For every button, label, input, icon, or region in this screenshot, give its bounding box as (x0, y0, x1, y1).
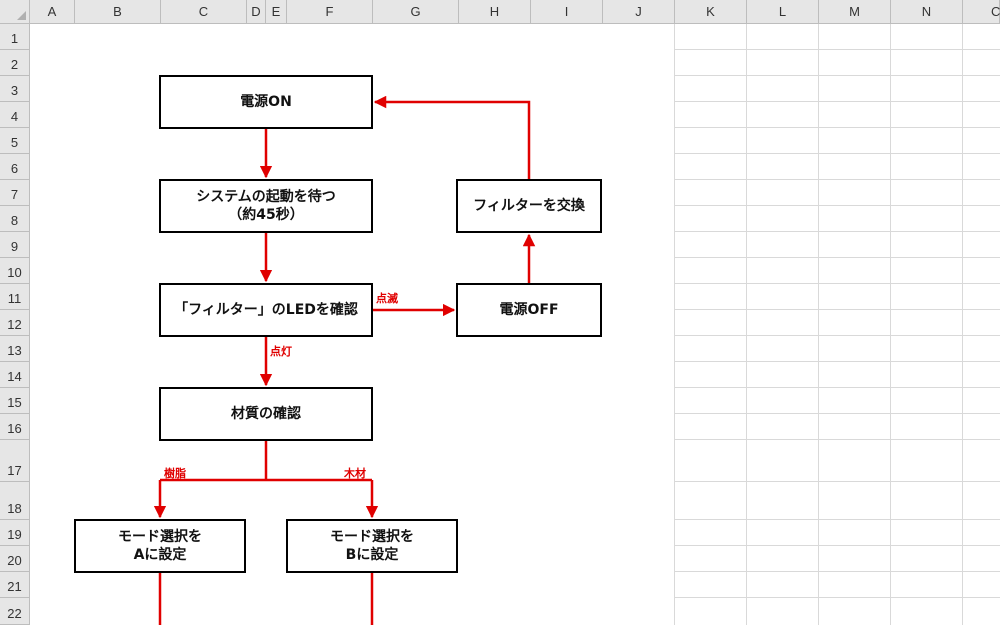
gridline-col-o (962, 24, 963, 625)
edge-label-wood: 木材 (344, 467, 366, 480)
row-header-2[interactable]: 2 (0, 50, 30, 76)
node-mode-a-label: モード選択を Aに設定 (118, 529, 202, 563)
node-power-on[interactable]: 電源ON (159, 75, 373, 129)
node-check-led-label: 「フィルター」のLEDを確認 (174, 302, 358, 318)
gridline-row-6 (675, 179, 1000, 180)
connector-replace-to-power-on[interactable] (373, 95, 531, 180)
row-header-11[interactable]: 11 (0, 284, 30, 310)
gridline-row-15 (675, 413, 1000, 414)
row-header-10[interactable]: 10 (0, 258, 30, 284)
column-header-d[interactable]: D (247, 0, 266, 24)
column-header-i[interactable]: I (531, 0, 603, 24)
node-check-material[interactable]: 材質の確認 (159, 387, 373, 441)
edge-label-resin: 樹脂 (164, 467, 186, 480)
gridline-row-17 (675, 481, 1000, 482)
gridline-row-20 (675, 571, 1000, 572)
column-header-g[interactable]: G (373, 0, 459, 24)
row-header-17[interactable]: 17 (0, 440, 30, 482)
column-header-l[interactable]: L (747, 0, 819, 24)
gridline-row-16 (675, 439, 1000, 440)
row-header-20[interactable]: 20 (0, 546, 30, 572)
gridline-row-18 (675, 519, 1000, 520)
select-all-triangle-icon (17, 11, 26, 20)
node-power-off[interactable]: 電源OFF (456, 283, 602, 337)
edge-label-lit: 点灯 (270, 345, 292, 358)
node-replace-filter[interactable]: フィルターを交換 (456, 179, 602, 233)
select-all-corner[interactable] (0, 0, 30, 24)
gridline-row-11 (675, 309, 1000, 310)
column-header-k[interactable]: K (675, 0, 747, 24)
row-header-21[interactable]: 21 (0, 572, 30, 598)
column-header-m[interactable]: M (819, 0, 891, 24)
node-power-on-label: 電源ON (240, 94, 292, 110)
row-header-4[interactable]: 4 (0, 102, 30, 128)
row-header-14[interactable]: 14 (0, 362, 30, 388)
gridline-row-21 (675, 597, 1000, 598)
row-header-13[interactable]: 13 (0, 336, 30, 362)
gridline-row-8 (675, 231, 1000, 232)
node-check-material-label: 材質の確認 (231, 406, 301, 422)
node-check-led[interactable]: 「フィルター」のLEDを確認 (159, 283, 373, 337)
row-header-8[interactable]: 8 (0, 206, 30, 232)
row-header-19[interactable]: 19 (0, 520, 30, 546)
gridline-row-5 (675, 153, 1000, 154)
gridline-row-12 (675, 335, 1000, 336)
gridline-col-n (890, 24, 891, 625)
column-header-e[interactable]: E (266, 0, 287, 24)
row-header-5[interactable]: 5 (0, 128, 30, 154)
row-header-22[interactable]: 22 (0, 598, 30, 625)
gridline-col-l (746, 24, 747, 625)
node-wait-boot[interactable]: システムの起動を待つ （約45秒） (159, 179, 373, 233)
gridline-row-9 (675, 257, 1000, 258)
column-header-a[interactable]: A (30, 0, 75, 24)
gridline-row-10 (675, 283, 1000, 284)
node-mode-a[interactable]: モード選択を Aに設定 (74, 519, 246, 573)
gridline-row-13 (675, 361, 1000, 362)
column-header-f[interactable]: F (287, 0, 373, 24)
column-header-b[interactable]: B (75, 0, 161, 24)
gridline-row-19 (675, 545, 1000, 546)
gridline-row-2 (675, 75, 1000, 76)
gridline-col-k (674, 24, 675, 625)
gridline-row-4 (675, 127, 1000, 128)
column-header-n[interactable]: N (891, 0, 963, 24)
edge-label-blinking: 点滅 (376, 292, 398, 305)
gridline-col-m (818, 24, 819, 625)
row-header-3[interactable]: 3 (0, 76, 30, 102)
gridline-row-14 (675, 387, 1000, 388)
row-header-7[interactable]: 7 (0, 180, 30, 206)
column-header-h[interactable]: H (459, 0, 531, 24)
row-header-15[interactable]: 15 (0, 388, 30, 414)
row-header-16[interactable]: 16 (0, 414, 30, 440)
row-header-18[interactable]: 18 (0, 482, 30, 520)
row-header-9[interactable]: 9 (0, 232, 30, 258)
node-mode-b[interactable]: モード選択を Bに設定 (286, 519, 458, 573)
node-wait-boot-label: システムの起動を待つ （約45秒） (196, 189, 336, 223)
column-header-c[interactable]: C (161, 0, 247, 24)
gridline-row-7 (675, 205, 1000, 206)
node-replace-filter-label: フィルターを交換 (473, 198, 585, 214)
row-header-1[interactable]: 1 (0, 24, 30, 50)
row-header-12[interactable]: 12 (0, 310, 30, 336)
gridline-row-1 (675, 49, 1000, 50)
row-header-6[interactable]: 6 (0, 154, 30, 180)
node-power-off-label: 電源OFF (499, 302, 559, 318)
column-header-j[interactable]: J (603, 0, 675, 24)
gridline-row-3 (675, 101, 1000, 102)
node-mode-b-label: モード選択を Bに設定 (330, 529, 414, 563)
